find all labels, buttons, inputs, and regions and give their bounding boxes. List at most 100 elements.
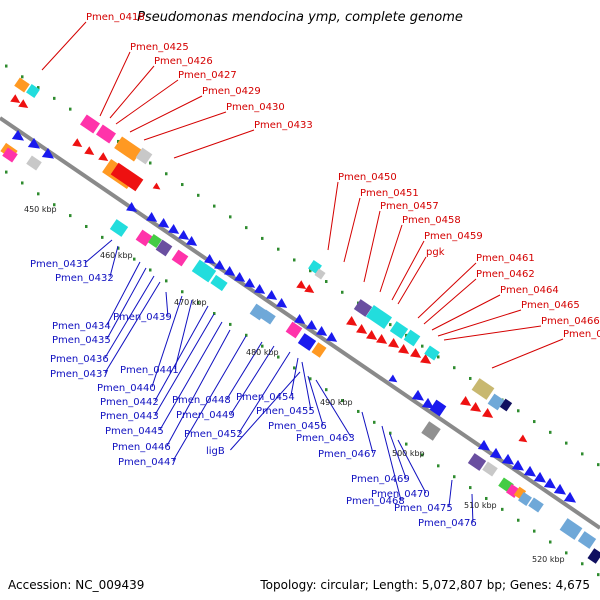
leader-line [290,357,299,397]
gene-arrow [168,224,180,234]
gene-label: Pmen_0464 [500,285,559,296]
leader-line [154,305,209,402]
gene-box [482,461,498,477]
track-dot [165,172,168,176]
scale-tick-label: 520 kbp [532,555,565,564]
track-dot [565,551,568,555]
track-dot [213,204,216,208]
leader-line [230,371,301,451]
track-dot [389,431,392,435]
track-dot [437,355,440,359]
gene-label: Pmen_0443 [100,411,159,422]
gene-label: Pmen_0435 [52,335,111,346]
gene-label: Pmen_0457 [380,201,439,212]
gene-label: Pmen_0437 [50,369,109,380]
track-dot [341,290,344,294]
leader-line [301,361,312,411]
track-dot [5,64,8,68]
gene-arrow [316,326,328,336]
gene-arrow [411,389,425,401]
gene-arrow [158,218,170,228]
gene-arrow [346,316,358,326]
gene-label: Pmen_0462 [476,269,535,280]
gene-box [353,299,373,317]
gene-box [210,274,228,292]
gene-label: Pmen_0466 [541,316,600,327]
gene-arrow [266,290,278,300]
track-dot [5,170,8,174]
track-dot [309,377,312,381]
gene-arrow [489,447,503,459]
gene-arrow [296,280,307,290]
track-dot [549,430,552,434]
gene-arrow [152,182,161,190]
gene-label: Pmen_0451 [360,188,419,199]
leader-line [423,278,477,325]
track-dot [453,475,456,479]
track-dot [565,441,568,445]
track-dot [229,322,232,326]
gene-arrow [511,459,525,471]
gene-arrow [126,202,138,212]
gene-box [26,84,40,98]
track-dot [181,290,184,294]
gene-box [260,309,276,325]
gene-box [421,421,441,441]
leader-line [315,379,352,438]
gene-label: Pmen_0430 [226,102,285,113]
track-dot [117,246,120,250]
gene-label: Pmen_0425 [130,42,189,53]
track-dot [597,573,600,577]
leader-line [99,51,131,117]
track-dot [197,301,200,305]
gene-arrow [234,272,246,282]
gene-arrow [224,266,236,276]
gene-box [429,399,447,417]
gene-label: Pmen_0470 [371,489,430,500]
gene-arrow [72,138,83,148]
gene-box [389,321,409,339]
track-dot [325,280,328,284]
track-dot [533,420,536,424]
gene-arrow [276,298,288,308]
gene-arrow [27,137,41,149]
gene-arrow [470,402,482,412]
gene-box [2,147,18,163]
leader-line [104,281,161,374]
gene-arrow [421,397,435,409]
gene-arrow [186,236,198,246]
leader-line [391,240,425,301]
leader-line [174,299,193,370]
gene-label: Pmen_0429 [202,86,261,97]
gene-arrow [146,212,158,222]
gene-label: Pmen_0431 [30,259,89,270]
gene-arrow [304,284,315,294]
gene-arrow [553,483,567,495]
leader-line [173,129,255,159]
scale-tick-label: 480 kbp [246,348,279,357]
leader-line [431,294,501,331]
gene-box [471,378,495,400]
leader-line [106,261,141,326]
track-dot [389,323,392,327]
gene-box [311,342,327,358]
leader-line [238,351,291,434]
leader-line [363,210,381,283]
gene-box [135,229,153,247]
gene-arrow [204,254,216,264]
gene-label: Pmen_0469 [351,474,410,485]
track-dot [277,247,280,251]
track-dot [501,507,504,511]
track-dot [245,226,248,230]
track-dot [421,344,424,348]
gene-arrow [477,439,491,451]
gene-box [191,259,217,283]
track-dot [597,463,600,467]
track-dot [373,420,376,424]
track-dot [117,139,120,143]
scale-tick-label: 500 kbp [392,449,425,458]
track-dot [213,312,216,316]
track-dot [197,193,200,197]
gene-box [285,321,303,339]
